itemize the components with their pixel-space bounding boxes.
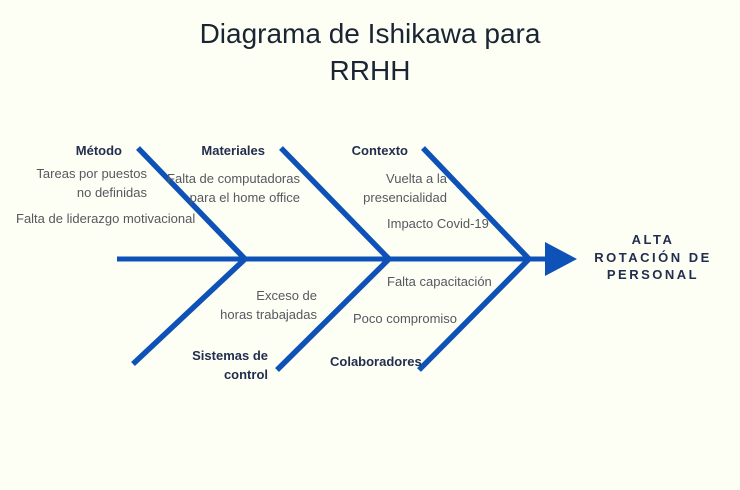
page-title: Diagrama de Ishikawa para RRHH <box>0 15 740 89</box>
category-label-contexto: Contexto <box>351 143 408 158</box>
category-label-metodo: Método <box>75 143 122 158</box>
bone-chevron-left <box>131 146 249 367</box>
cause-falta-computadoras: Falta de computadoras para el home offic… <box>167 171 300 205</box>
page-title-line1: Diagrama de Ishikawa para <box>199 18 541 49</box>
bone-chevron-right <box>417 146 533 372</box>
cause-poco-compromiso: Poco compromiso <box>353 311 458 326</box>
bone-chevron-middle <box>275 146 393 372</box>
cause-impacto-covid: Impacto Covid-19 <box>387 216 489 231</box>
category-label-colaboradores: Colaboradores <box>330 354 422 369</box>
arrowhead <box>545 242 577 276</box>
cause-tareas-por-puestos: Tareas por puestos no definidas <box>36 166 147 200</box>
effect-label: ALTA ROTACIÓN DE PERSONAL <box>594 232 712 282</box>
cause-vuelta-presencialidad: Vuelta a la presencialidad <box>363 171 447 205</box>
category-label-materiales: Materiales <box>201 143 265 158</box>
category-label-sistemas-de-control: Sistemas de control <box>192 348 268 382</box>
cause-falta-liderazgo: Falta de liderazgo motivacional <box>16 211 196 226</box>
page-title-line2: RRHH <box>329 55 411 86</box>
cause-exceso-horas: Exceso de horas trabajadas <box>220 288 317 322</box>
cause-falta-capacitacion: Falta capacitación <box>387 274 492 289</box>
